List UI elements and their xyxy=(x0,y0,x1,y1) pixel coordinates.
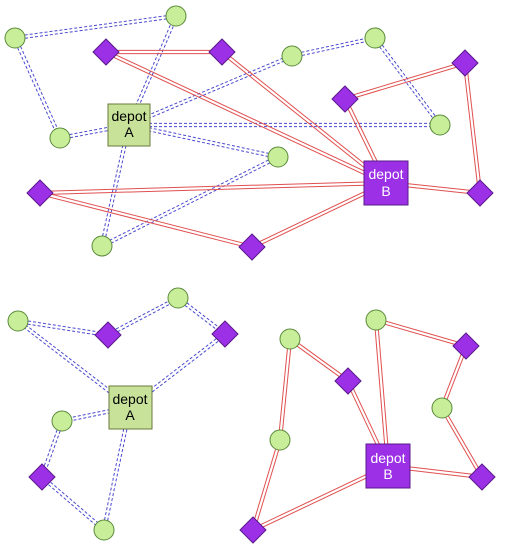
customer-diamond-node xyxy=(468,463,496,491)
route-a-edge xyxy=(17,318,109,338)
customer-diamond-node xyxy=(466,179,494,207)
customer-circle-node xyxy=(267,146,289,168)
depot-a-bottom-label-line2: A xyxy=(125,407,135,423)
customer-circle-node xyxy=(364,27,386,49)
depot-b-top-label-line2: B xyxy=(381,183,390,199)
route-b-edge xyxy=(250,439,283,531)
route-b-edge xyxy=(220,50,388,185)
depot-a-top-label-line2: A xyxy=(124,124,134,140)
route-b-edge xyxy=(288,337,350,383)
route-a-edge xyxy=(13,37,62,139)
route-b-edge xyxy=(462,62,483,194)
depots-layer: depot A depot B depot A depot B xyxy=(107,103,411,489)
route-a-edge xyxy=(14,13,177,41)
customer-circle-node xyxy=(51,410,73,432)
customer-diamond-node xyxy=(94,321,122,349)
depot-a-top-label-line1: depot xyxy=(111,108,146,124)
depot-b-top: depot B xyxy=(363,160,409,206)
route-b-edge xyxy=(373,319,391,467)
edges-layer xyxy=(13,13,484,532)
depot-a-bottom: depot A xyxy=(108,385,153,430)
customer-diamond-node xyxy=(331,85,359,113)
depot-b-box xyxy=(365,443,411,489)
route-a-edge xyxy=(101,155,279,248)
route-b-edge xyxy=(106,49,222,55)
nodes-layer xyxy=(4,5,496,544)
route-b-edge xyxy=(39,190,253,250)
depot-b-top-label-line1: depot xyxy=(368,166,403,182)
route-a-edge xyxy=(291,35,376,59)
route-b-edge xyxy=(39,180,387,196)
depot-a-box xyxy=(107,103,151,147)
customer-circle-node xyxy=(429,114,451,136)
customer-circle-node xyxy=(281,45,303,67)
customer-diamond-node xyxy=(211,320,239,348)
route-a-edge xyxy=(129,122,440,128)
route-b-edge xyxy=(440,406,484,479)
route-b-edge xyxy=(375,317,467,349)
customer-diamond-node xyxy=(92,38,120,66)
route-a-edge xyxy=(128,122,279,160)
depot-a-top: depot A xyxy=(107,103,151,147)
customer-diamond-node xyxy=(239,516,267,544)
route-a-edge xyxy=(101,406,133,531)
customer-circle-node xyxy=(49,127,71,149)
route-a-edge xyxy=(128,54,293,127)
depot-b-bottom-label-line2: B xyxy=(383,466,392,482)
customer-diamond-node xyxy=(28,463,56,491)
customer-circle-node xyxy=(165,5,187,27)
customer-circle-node xyxy=(365,309,387,331)
customer-circle-node xyxy=(431,397,453,419)
route-a-edge xyxy=(40,475,106,532)
customer-diamond-node xyxy=(238,233,266,261)
route-b-edge xyxy=(344,60,466,102)
customer-circle-node xyxy=(7,310,29,332)
depot-a-bottom-label-line1: depot xyxy=(112,391,147,407)
route-a-edge xyxy=(107,296,179,337)
customer-circle-node xyxy=(93,519,115,541)
depot-b-bottom: depot B xyxy=(365,443,411,489)
route-a-edge xyxy=(373,36,442,127)
customer-diamond-node xyxy=(208,38,236,66)
customer-circle-node xyxy=(167,287,189,309)
customer-diamond-node xyxy=(26,179,54,207)
depot-a-box xyxy=(108,385,153,430)
route-a-edge xyxy=(16,319,132,409)
customer-diamond-node xyxy=(451,49,479,77)
customer-circle-node xyxy=(279,328,301,350)
depot-b-box xyxy=(363,160,409,206)
route-a-edge xyxy=(99,124,132,247)
depot-b-bottom-label-line1: depot xyxy=(370,450,405,466)
customer-circle-node xyxy=(4,27,26,49)
customer-diamond-node xyxy=(452,332,480,360)
customer-diamond-node xyxy=(334,367,362,395)
route-b-edge xyxy=(105,50,387,185)
route-a-edge xyxy=(59,122,130,141)
route-b-edge xyxy=(277,338,293,441)
customer-circle-node xyxy=(91,235,113,257)
customer-circle-node xyxy=(269,429,291,451)
